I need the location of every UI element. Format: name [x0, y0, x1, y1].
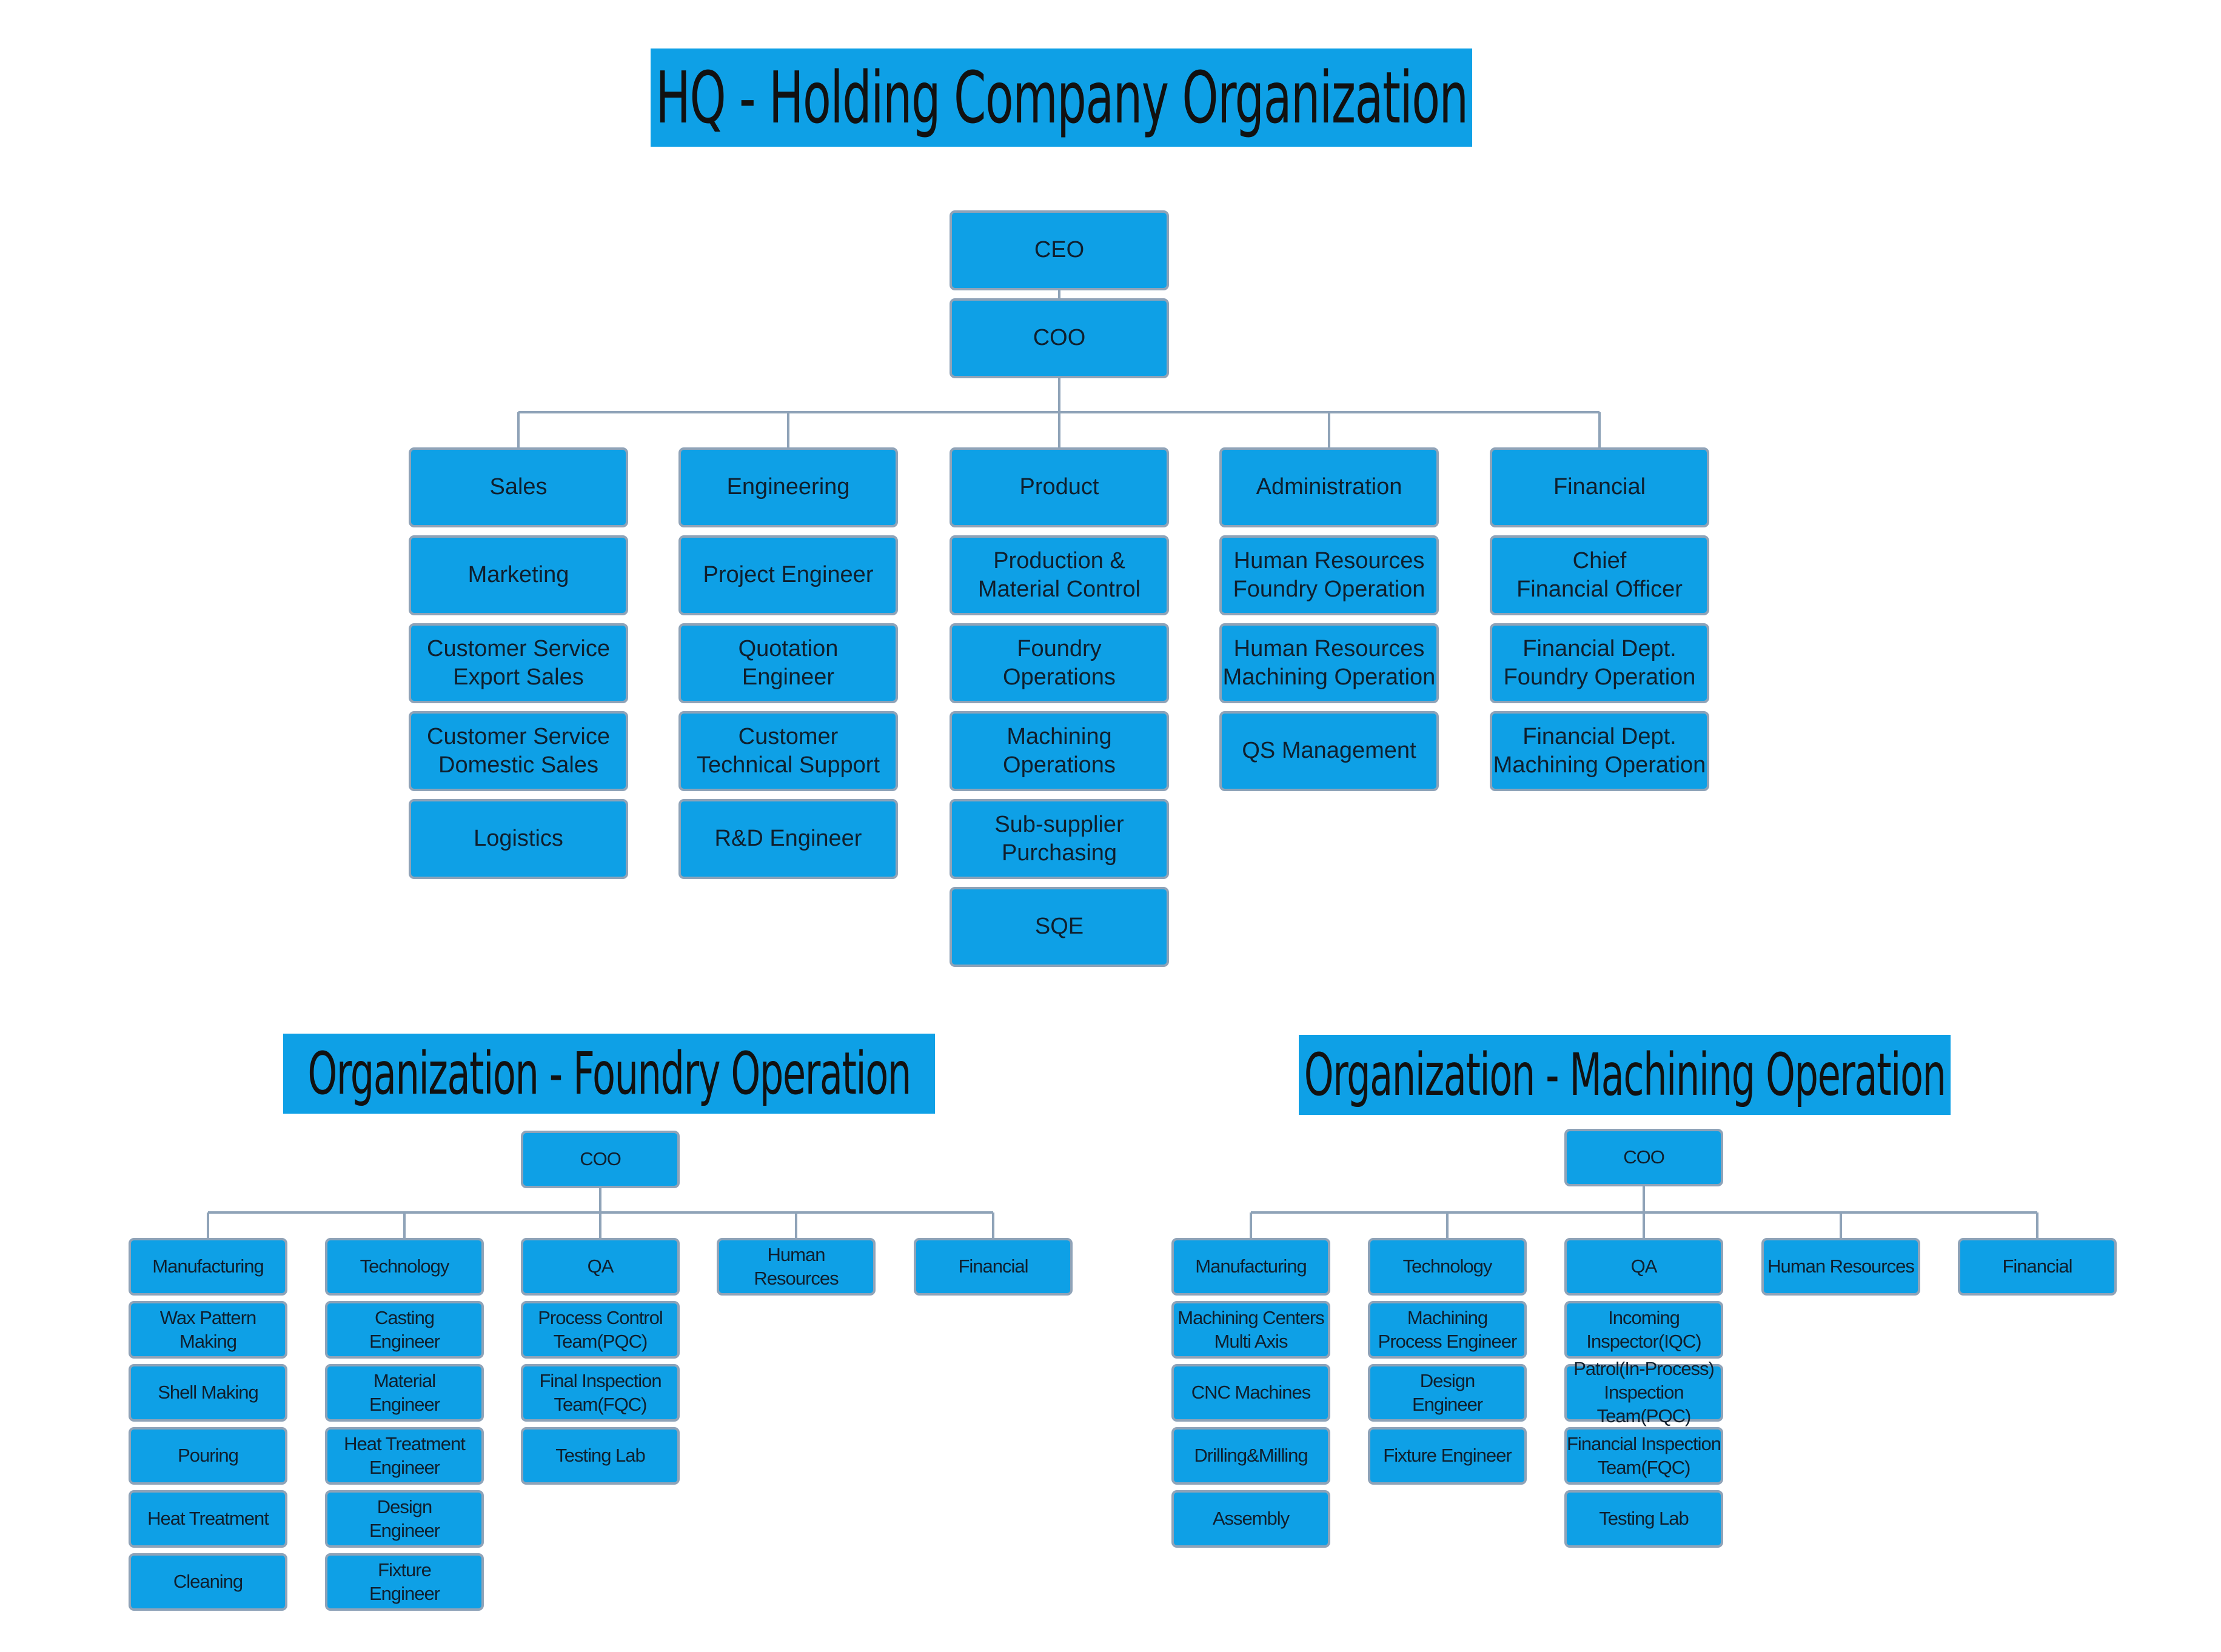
machining-role-patrol-in-process-inspection-team-pqc: Patrol(In-Process) Inspection Team(PQC): [1564, 1358, 1723, 1426]
machining-dept-qa: QA: [1564, 1238, 1723, 1296]
foundry-role-pouring: Pouring: [129, 1427, 287, 1485]
machining-role-fixture-engineer: Fixture Engineer: [1368, 1427, 1527, 1485]
hq-role-logistics: Logistics: [409, 799, 628, 879]
foundry-role-process-control-team-pqc: Process Control Team(PQC): [521, 1301, 680, 1359]
hq-dept-sales: Sales: [409, 447, 628, 527]
foundry-coo-box: COO: [521, 1131, 680, 1188]
machining-dept-financial: Financial: [1958, 1238, 2117, 1296]
machining-title: Organization - Machining Operation: [1299, 1035, 1951, 1115]
hq-dept-engineering: Engineering: [678, 447, 898, 527]
machining-dept-technology: Technology: [1368, 1238, 1527, 1296]
foundry-dept-qa: QA: [521, 1238, 680, 1296]
hq-role-sqe: SQE: [950, 887, 1169, 967]
foundry-dept-human-resources: Human Resources: [717, 1238, 876, 1296]
foundry-role-wax-pattern-making: Wax Pattern Making: [129, 1301, 287, 1359]
foundry-role-design-engineer: Design Engineer: [325, 1490, 484, 1548]
machining-role-cnc-machines: CNC Machines: [1171, 1364, 1330, 1422]
hq-role-chief-financial-officer: Chief Financial Officer: [1490, 535, 1709, 615]
foundry-role-heat-treatment: Heat Treatment: [129, 1490, 287, 1548]
foundry-role-fixture-engineer: Fixture Engineer: [325, 1553, 484, 1611]
foundry-dept-financial: Financial: [914, 1238, 1073, 1296]
machining-role-incoming-inspector-iqc: Incoming Inspector(IQC): [1564, 1301, 1723, 1359]
foundry-dept-manufacturing: Manufacturing: [129, 1238, 287, 1296]
machining-dept-human-resources: Human Resources: [1761, 1238, 1920, 1296]
foundry-role-cleaning: Cleaning: [129, 1553, 287, 1611]
machining-role-design-engineer: Design Engineer: [1368, 1364, 1527, 1422]
machining-role-drilling-milling: Drilling&Milling: [1171, 1427, 1330, 1485]
foundry-dept-technology: Technology: [325, 1238, 484, 1296]
foundry-role-heat-treatment-engineer: Heat Treatment Engineer: [325, 1427, 484, 1485]
hq-dept-administration: Administration: [1219, 447, 1439, 527]
hq-role-machining-operations: Machining Operations: [950, 711, 1169, 791]
hq-role-production-material-control: Production & Material Control: [950, 535, 1169, 615]
foundry-role-casting-engineer: Casting Engineer: [325, 1301, 484, 1359]
hq-role-marketing: Marketing: [409, 535, 628, 615]
machining-dept-manufacturing: Manufacturing: [1171, 1238, 1330, 1296]
machining-role-machining-process-engineer: Machining Process Engineer: [1368, 1301, 1527, 1359]
foundry-role-testing-lab: Testing Lab: [521, 1427, 680, 1485]
hq-role-financial-dept-machining-operation: Financial Dept. Machining Operation: [1490, 711, 1709, 791]
hq-dept-product: Product: [950, 447, 1169, 527]
hq-dept-financial: Financial: [1490, 447, 1709, 527]
hq-role-human-resources-machining-operation: Human Resources Machining Operation: [1219, 623, 1439, 703]
machining-role-assembly: Assembly: [1171, 1490, 1330, 1548]
hq-role-customer-service-export-sales: Customer Service Export Sales: [409, 623, 628, 703]
foundry-title: Organization - Foundry Operation: [283, 1034, 935, 1114]
machining-role-machining-centers-multi-axis: Machining Centers Multi Axis: [1171, 1301, 1330, 1359]
foundry-role-final-inspection-team-fqc: Final Inspection Team(FQC): [521, 1364, 680, 1422]
hq-role-project-engineer: Project Engineer: [678, 535, 898, 615]
foundry-role-material-engineer: Material Engineer: [325, 1364, 484, 1422]
hq-title: HQ - Holding Company Organization: [651, 48, 1472, 147]
hq-role-financial-dept-foundry-operation: Financial Dept. Foundry Operation: [1490, 623, 1709, 703]
foundry-role-shell-making: Shell Making: [129, 1364, 287, 1422]
hq-role-r-d-engineer: R&D Engineer: [678, 799, 898, 879]
coo-box: COO: [950, 298, 1169, 378]
hq-role-human-resources-foundry-operation: Human Resources Foundry Operation: [1219, 535, 1439, 615]
machining-role-financial-inspection-team-fqc: Financial Inspection Team(FQC): [1564, 1427, 1723, 1485]
machining-coo-box: COO: [1564, 1129, 1723, 1186]
hq-role-quotation-engineer: Quotation Engineer: [678, 623, 898, 703]
hq-role-foundry-operations: Foundry Operations: [950, 623, 1169, 703]
hq-role-customer-technical-support: Customer Technical Support: [678, 711, 898, 791]
ceo-box: CEO: [950, 210, 1169, 290]
hq-role-sub-supplier-purchasing: Sub-supplier Purchasing: [950, 799, 1169, 879]
hq-role-qs-management: QS Management: [1219, 711, 1439, 791]
machining-role-testing-lab: Testing Lab: [1564, 1490, 1723, 1548]
hq-role-customer-service-domestic-sales: Customer Service Domestic Sales: [409, 711, 628, 791]
